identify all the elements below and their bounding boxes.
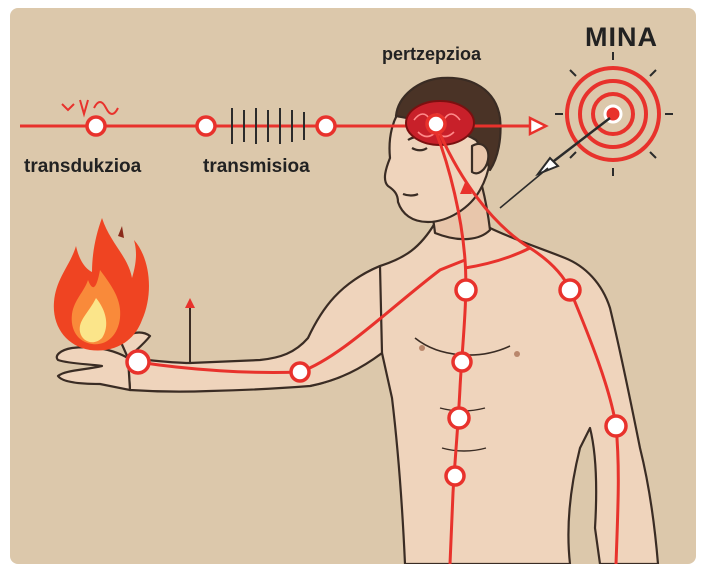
label-transduction: transdukzioa [24, 156, 141, 178]
nipple-right [514, 351, 520, 357]
node-transduction [87, 117, 105, 135]
pain-pathway-illustration: transdukzioa transmisioa pertzepzioa MIN… [10, 8, 696, 564]
label-perception: pertzepzioa [382, 44, 481, 65]
node-transmission-start [197, 117, 215, 135]
illustration-svg [10, 8, 696, 564]
node-abdomen-lower [446, 467, 464, 485]
nipple-left [419, 345, 425, 351]
node-chest-mid [453, 353, 471, 371]
node-arm-right [606, 416, 626, 436]
node-forearm [291, 363, 309, 381]
label-transmission: transmisioa [203, 156, 310, 178]
node-shoulder-right [560, 280, 580, 300]
node-chest-upper [456, 280, 476, 300]
node-hand [127, 351, 149, 373]
node-perception [427, 115, 445, 133]
node-abdomen [449, 408, 469, 428]
label-pain: MINA [585, 22, 658, 53]
node-transmission-end [317, 117, 335, 135]
